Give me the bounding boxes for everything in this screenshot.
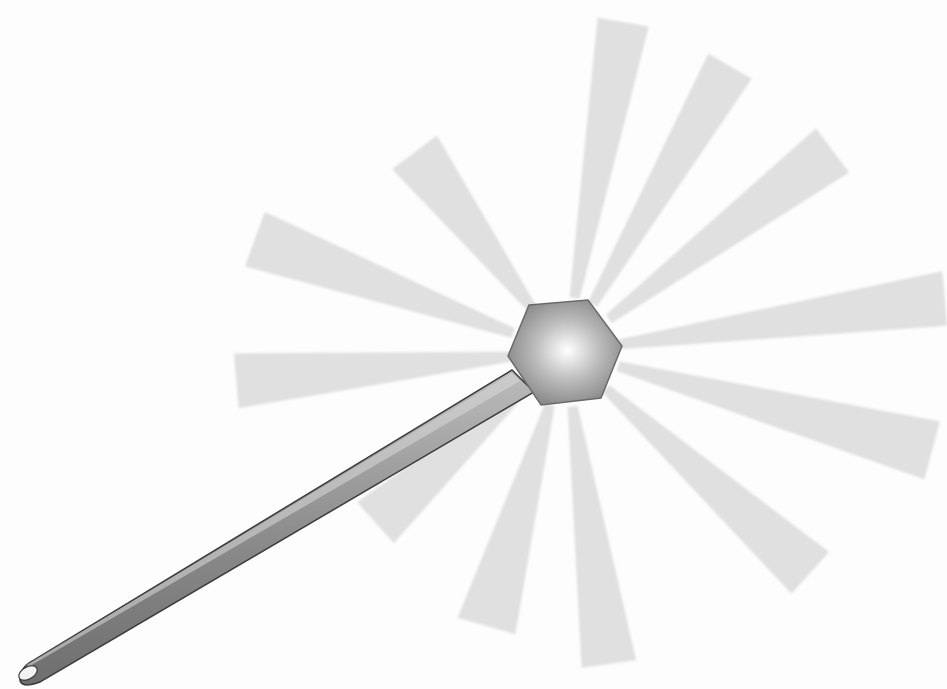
light-ray-1 — [570, 18, 649, 299]
light-ray-5 — [617, 361, 940, 479]
handle-highlight — [26, 373, 520, 667]
light-ray-7 — [568, 406, 636, 668]
pinwheel-handle — [16, 370, 534, 685]
